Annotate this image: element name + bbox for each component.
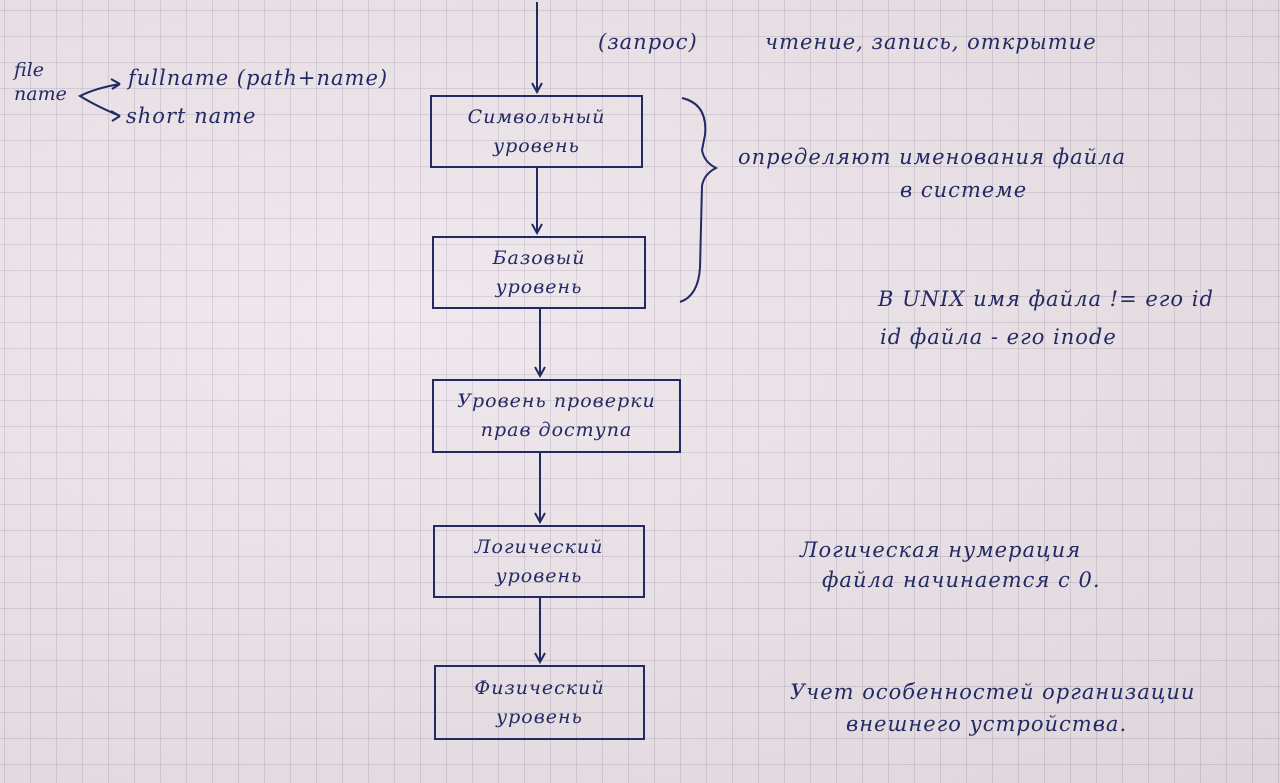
level-box-access-check: Уровень проверки прав доступа (432, 379, 681, 453)
shortname-label: short name (126, 104, 257, 128)
file-label-line1: file (14, 59, 44, 81)
level-box-line2: уровень (495, 275, 583, 298)
level-box-line2: уровень (496, 705, 583, 728)
level-box-line1: Уровень проверки (457, 390, 656, 412)
request-label: (запрос) (598, 30, 698, 54)
file-label-line2: name (14, 83, 67, 105)
logical-note-line2: файла начинается с 0. (822, 568, 1101, 592)
level-box-physical: Физический уровень (434, 665, 645, 740)
level-box-line2: прав доступа (480, 419, 633, 441)
file-name-label: file name (14, 58, 67, 106)
physical-note-line1: Учет особенностей организации (790, 680, 1196, 704)
file-name-branch-arrows (77, 83, 121, 117)
physical-note-line2: внешнего устройства. (846, 712, 1128, 736)
naming-note-line1: определяют именования файла (738, 145, 1127, 169)
unix-note-line2: id файла - его inode (880, 325, 1117, 349)
curly-brace (679, 97, 719, 303)
operations-label: чтение, запись, открытие (765, 30, 1097, 54)
level-box-line2: уровень (495, 564, 583, 587)
logical-note-line1: Логическая нумерация (800, 538, 1082, 562)
level-box-base: Базовый уровень (432, 236, 646, 309)
level-box-line2: уровень (493, 134, 580, 157)
level-box-line1: Физический (474, 676, 605, 699)
level-box-line1: Логический (474, 535, 604, 558)
naming-note-line2: в системе (900, 178, 1028, 202)
level-box-line1: Базовый (492, 246, 586, 269)
level-box-symbolic: Символьный уровень (430, 95, 643, 168)
fullname-label: fullname (path+name) (128, 66, 389, 90)
level-box-line1: Символьный (467, 105, 606, 128)
level-box-logical: Логический уровень (433, 525, 645, 598)
unix-note-line1: В UNIX имя файла != его id (878, 287, 1214, 311)
